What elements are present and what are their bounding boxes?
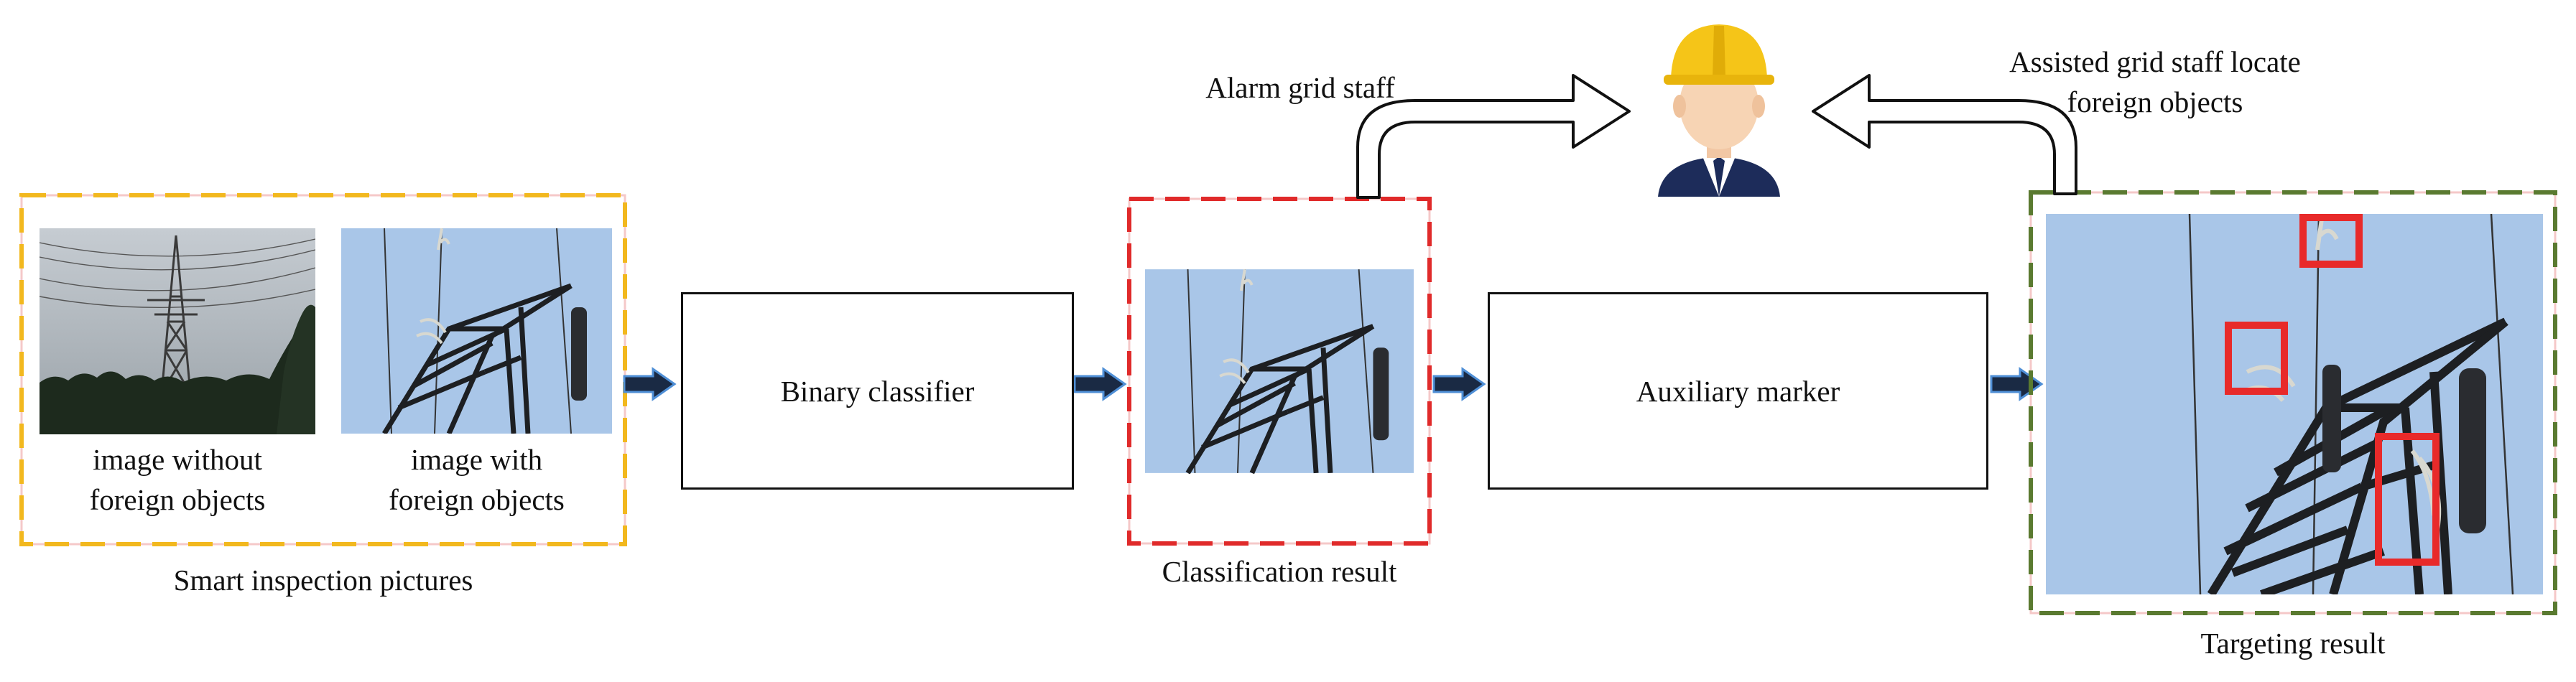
binary-classifier-label: Binary classifier xyxy=(780,374,975,408)
image-without-foreign-objects xyxy=(40,228,315,434)
targeting-caption: Targeting result xyxy=(2200,627,2386,660)
image-without-label: image without foreign objects xyxy=(89,443,266,516)
image-with-foreign-objects xyxy=(341,228,612,434)
target-box-right xyxy=(2375,433,2440,566)
flow-arrow-icon xyxy=(1073,367,1127,401)
alarm-curved-arrow-icon xyxy=(1356,74,1631,199)
classification-result-image xyxy=(1145,268,1414,474)
alarm-staff-label: Alarm grid staff xyxy=(1205,71,1395,104)
classification-caption: Classification result xyxy=(1162,555,1397,588)
binary-classifier-box: Binary classifier xyxy=(681,292,1074,490)
target-box-left xyxy=(2225,322,2288,395)
auxiliary-marker-box: Auxiliary marker xyxy=(1488,292,1988,490)
assist-staff-label: Assisted grid staff locate foreign objec… xyxy=(2009,45,2301,118)
flow-arrow-icon xyxy=(1432,367,1486,401)
targeting-result-image xyxy=(2046,214,2543,594)
auxiliary-marker-label: Auxiliary marker xyxy=(1636,374,1840,408)
flow-arrow-icon xyxy=(623,367,677,401)
assist-curved-arrow-icon xyxy=(1812,74,2077,195)
target-box-top xyxy=(2299,214,2363,268)
image-with-label: image with foreign objects xyxy=(389,443,565,516)
flow-arrow-icon xyxy=(1990,367,2044,401)
inspection-caption: Smart inspection pictures xyxy=(173,564,473,597)
worker-with-hardhat-icon xyxy=(1658,24,1780,197)
